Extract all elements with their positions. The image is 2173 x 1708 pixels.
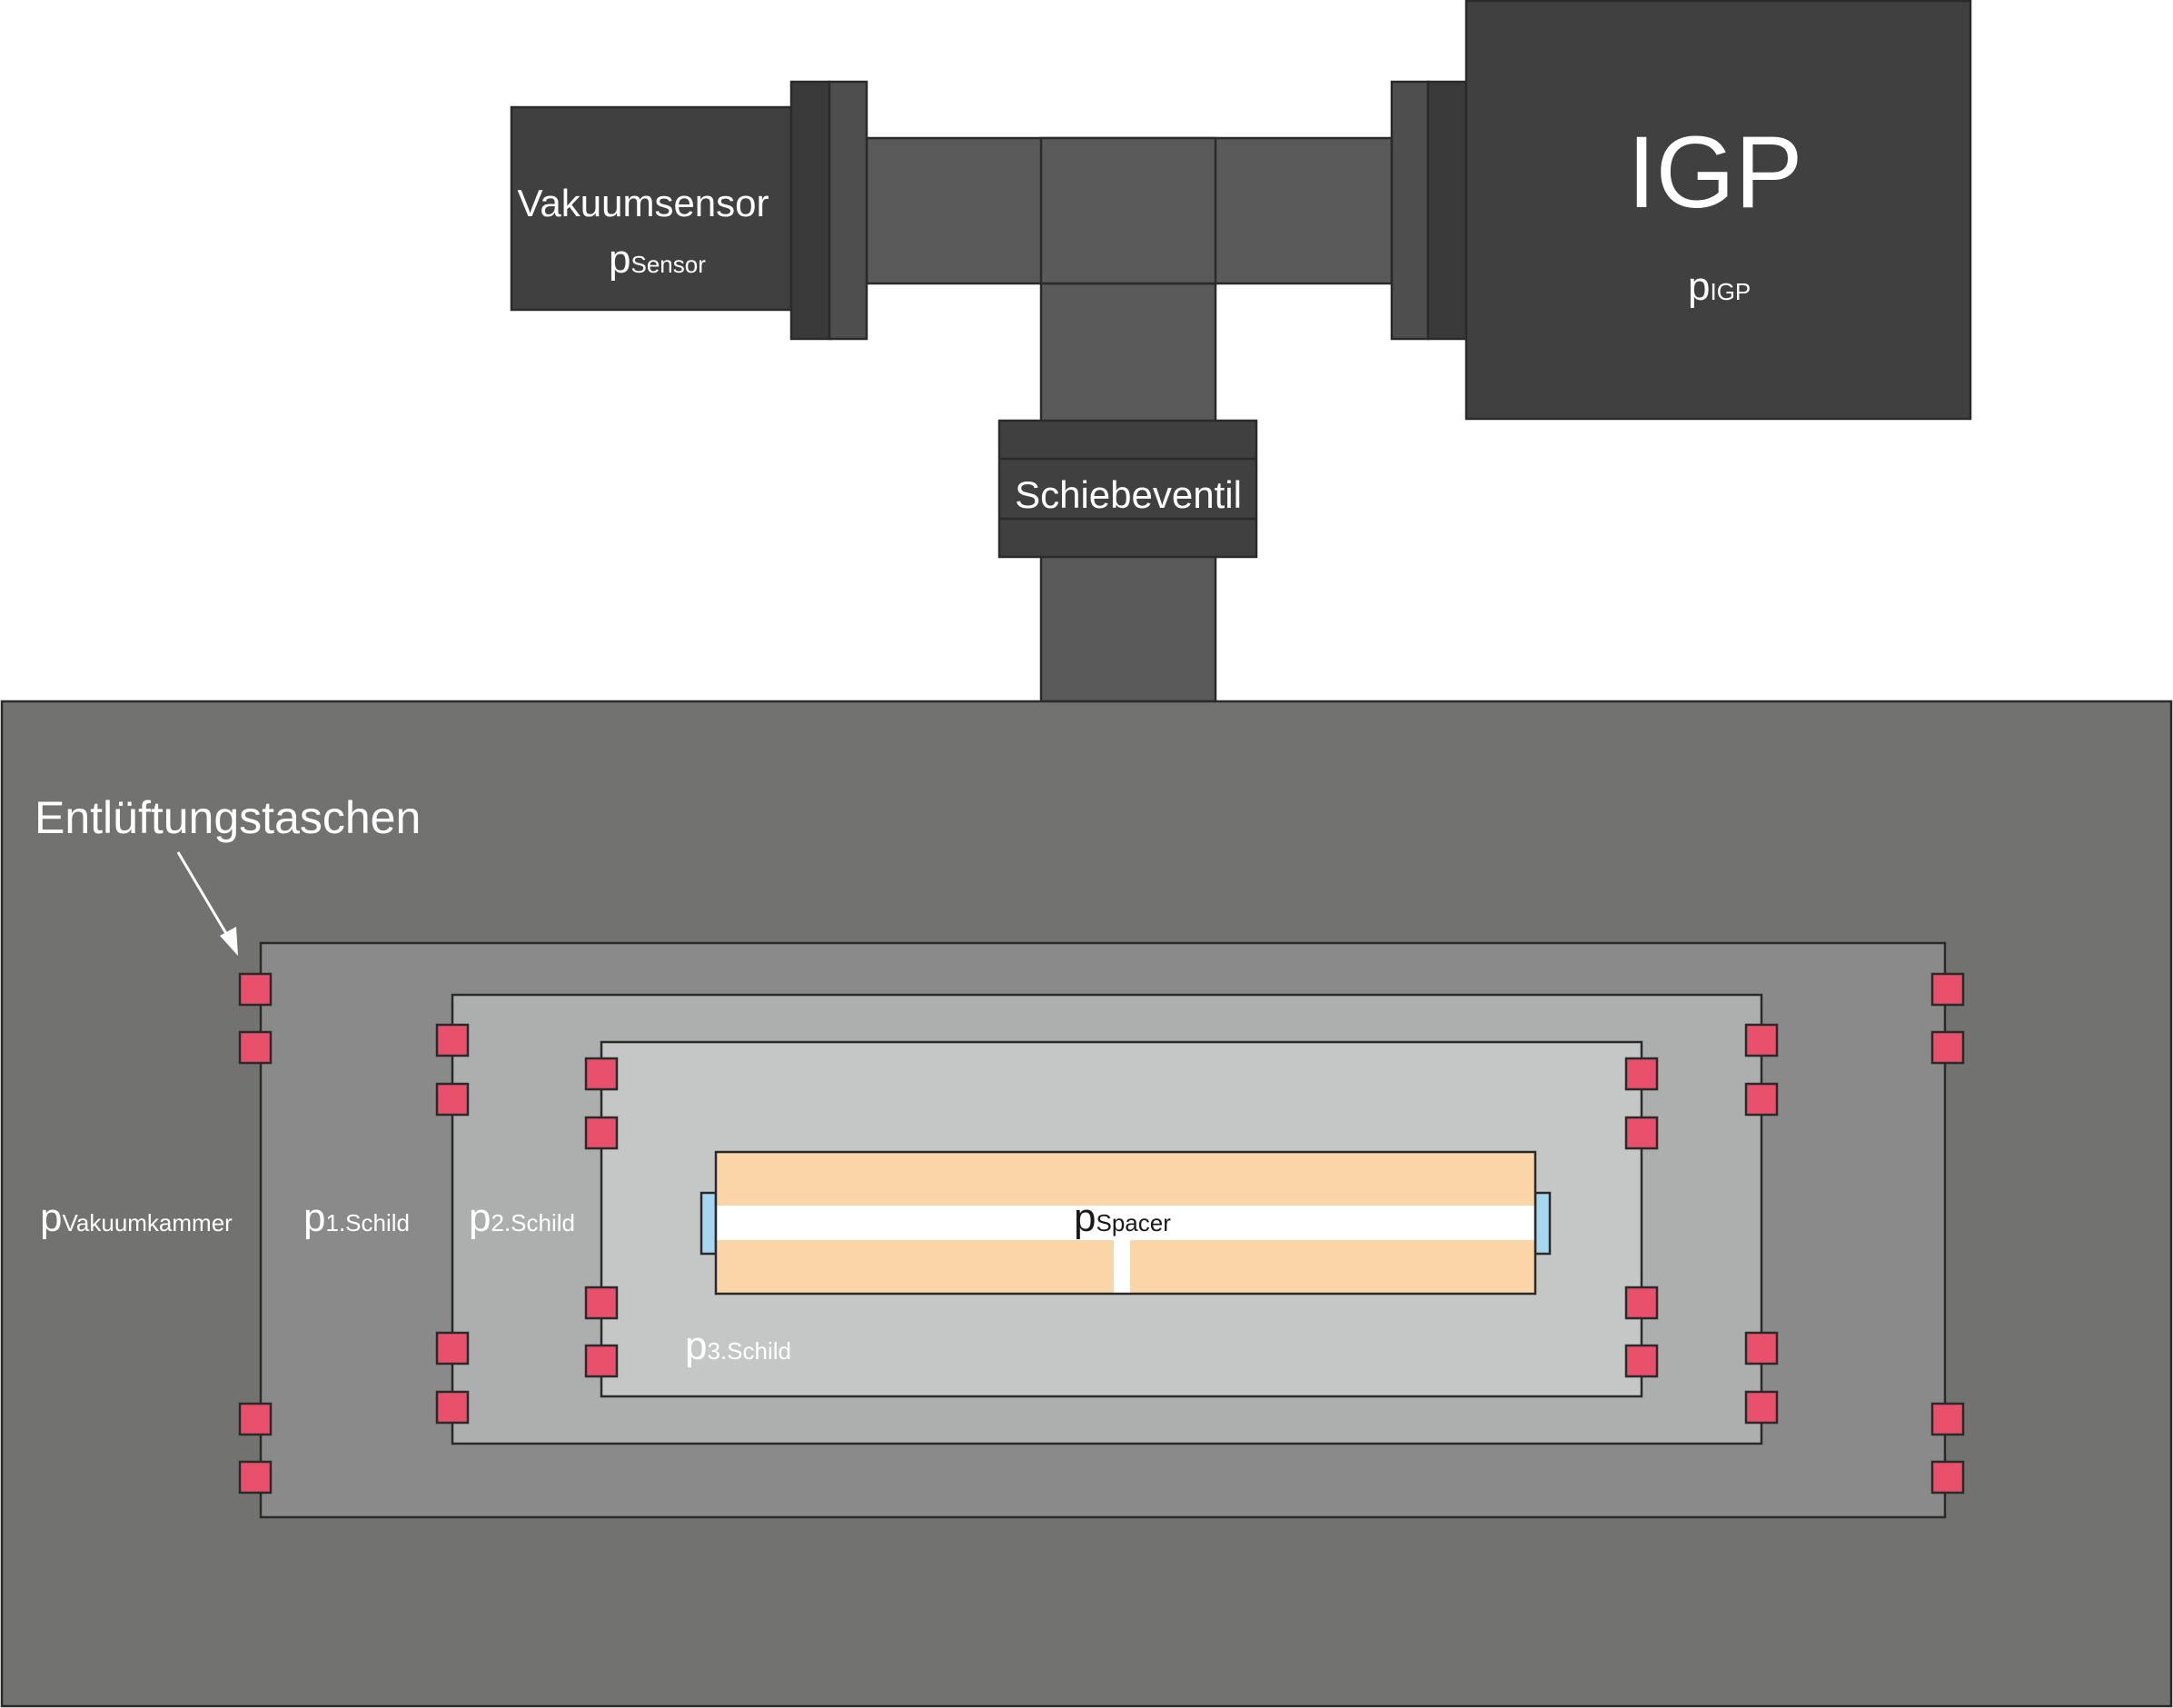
vent-pocket <box>1744 1331 1779 1365</box>
chamber-pressure-label: pVakuumkammer <box>40 1196 233 1240</box>
sensor-pressure-symbol: p <box>609 237 630 282</box>
vent-pocket <box>1930 1402 1965 1436</box>
spacer-pressure-symbol: p <box>1074 1196 1096 1240</box>
igp-pressure-symbol: p <box>1688 264 1710 309</box>
vent-pocket <box>584 1344 619 1378</box>
vent-pockets-label: Entlüftungstaschen <box>35 792 421 843</box>
vent-pocket <box>1744 1390 1779 1425</box>
spacer-channel <box>716 1206 1535 1240</box>
gate-valve: Schiebeventil <box>997 419 1258 559</box>
t-junction <box>1039 136 1217 285</box>
shield-2-pressure-label: p2.Schild <box>469 1196 575 1240</box>
igp-pressure-label: pIGP <box>1688 264 1751 309</box>
vent-pocket <box>1624 1057 1659 1091</box>
chamber-pressure-subscript: Vakuumkammer <box>62 1209 233 1236</box>
shield-2-pressure-symbol: p <box>469 1196 491 1240</box>
sensor-flange-inner <box>828 80 868 341</box>
vent-pocket <box>435 1023 470 1058</box>
igp-pressure-subscript: IGP <box>1710 278 1751 305</box>
vent-pocket <box>1744 1082 1779 1117</box>
spacer: pSpacer <box>700 1150 1552 1296</box>
sensor-flange-outer <box>789 80 831 341</box>
spacer-cap-right <box>1533 1191 1552 1256</box>
igp-body <box>1464 0 1972 421</box>
spacer-pressure-label: pSpacer <box>1074 1196 1171 1240</box>
vent-pocket <box>1930 1030 1965 1065</box>
arrow-icon <box>176 851 238 956</box>
shield-3-pressure-subscript: 3.Schild <box>707 1337 791 1365</box>
shield-2-pressure-subscript: 2.Schild <box>491 1209 575 1236</box>
sensor-label: Vakuumsensor <box>517 182 769 224</box>
vent-pocket <box>1624 1286 1659 1320</box>
vent-pocket <box>1624 1116 1659 1150</box>
spacer-outline <box>714 1150 1537 1296</box>
igp-flange-inner <box>1390 80 1430 341</box>
shield-3-pressure-label: p3.Schild <box>685 1324 791 1368</box>
piping-assembly <box>865 136 1394 703</box>
vent-pocket <box>435 1390 470 1425</box>
vent-pocket <box>238 1030 273 1065</box>
vent-pocket <box>435 1082 470 1117</box>
vent-pocket <box>584 1116 619 1150</box>
igp-label: IGP <box>1628 115 1803 229</box>
vent-pocket <box>1624 1344 1659 1378</box>
vent-pockets <box>238 972 1965 1494</box>
sensor-pressure-label: pSensor <box>609 237 706 282</box>
igp-flange-outer <box>1426 80 1468 341</box>
vent-pocket <box>435 1331 470 1365</box>
sensor-pressure-subscript: Sensor <box>630 251 706 278</box>
vent-pocket <box>584 1057 619 1091</box>
spacer-cap-left <box>700 1191 718 1256</box>
vent-pocket <box>238 1460 273 1494</box>
igp-pump: IGP pIGP <box>1390 0 1972 421</box>
vent-pocket <box>1930 972 1965 1007</box>
shield-1-pressure-label: p1.Schild <box>303 1196 410 1240</box>
spacer-vertical-channel <box>1114 1240 1130 1294</box>
chamber-pressure-symbol: p <box>40 1196 62 1240</box>
sensor-body <box>510 105 793 312</box>
shield-1-pressure-subscript: 1.Schild <box>325 1209 410 1236</box>
vent-pocket <box>584 1286 619 1320</box>
vent-pocket <box>1744 1023 1779 1058</box>
valve-label: Schiebeventil <box>1015 473 1242 516</box>
vacuum-sensor: Vakuumsensor pSensor <box>510 80 868 341</box>
shield-3-pressure-symbol: p <box>685 1324 707 1368</box>
spacer-pressure-subscript: Spacer <box>1096 1209 1171 1236</box>
vent-pocket <box>238 972 273 1007</box>
valve-body <box>997 419 1258 559</box>
shield-1-pressure-symbol: p <box>303 1196 325 1240</box>
vent-pocket <box>1930 1460 1965 1494</box>
vent-pocket <box>238 1402 273 1436</box>
